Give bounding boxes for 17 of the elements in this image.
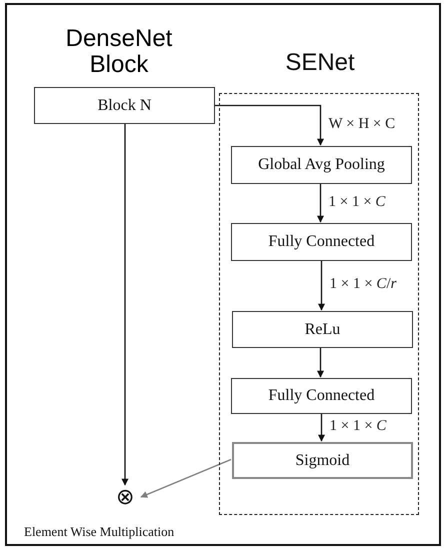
arrow <box>318 413 325 442</box>
arrow <box>122 124 128 486</box>
multiply-symbol: ⊗ <box>113 485 137 509</box>
arrow <box>318 260 325 311</box>
symbol-caption: Element Wise Multiplication <box>24 524 174 540</box>
process-box: Block N <box>34 87 215 124</box>
arrow <box>317 183 324 223</box>
process-box: Sigmoid <box>232 442 413 479</box>
process-box: Fully Connected <box>231 223 412 261</box>
column-heading: DenseNet Block <box>64 26 174 79</box>
process-box: ReLu <box>232 311 413 348</box>
arrow <box>317 347 324 378</box>
arrow <box>215 104 324 146</box>
group-heading: SENet <box>284 50 356 76</box>
process-box: Global Avg Pooling <box>231 146 412 184</box>
arrow <box>140 458 232 498</box>
process-box: Fully Connected <box>231 378 412 414</box>
